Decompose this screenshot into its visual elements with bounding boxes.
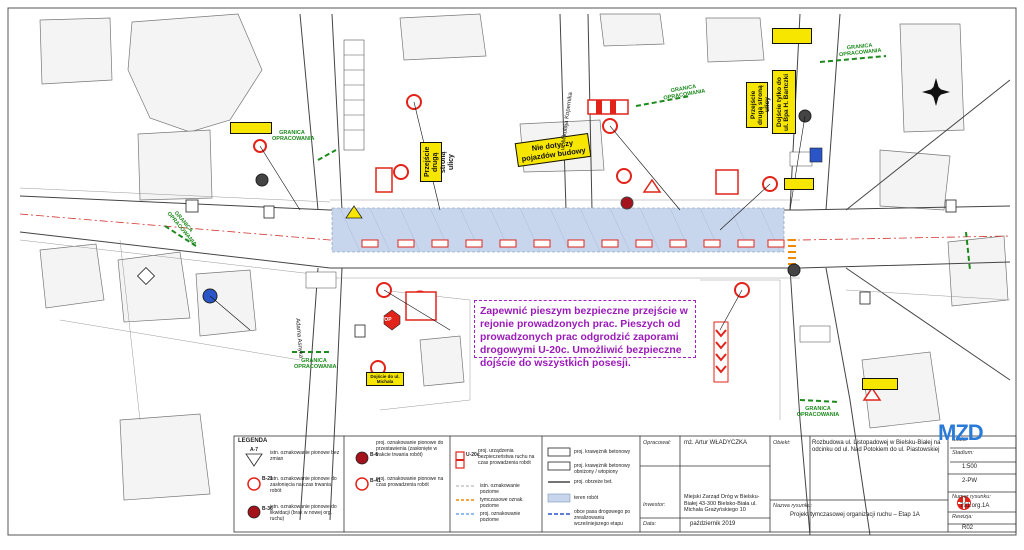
sign-dojscie-tylko: Dojście tylko do ul. Bpa H. Bartczki	[772, 70, 796, 134]
sign-yellow-small-right	[784, 178, 814, 190]
tb-skala-value: 1:500	[962, 464, 978, 470]
tb-opracowal-value: mż. Artur WŁADYCZKA	[684, 440, 748, 446]
tb-data-value: październik 2019	[690, 521, 736, 527]
legend-item: proj. obrzeże bet.	[574, 479, 613, 485]
tb-rewizja-value: R02	[962, 525, 974, 531]
boundary-label-3: GRANICA OPRACOWANIA	[294, 358, 337, 370]
tb-obiekt-label: Obiekt:	[773, 440, 791, 446]
legend-item: istn. oznakowanie pionowe do zasłonięcia…	[270, 476, 337, 494]
legend-item: proj. urządzenia bezpieczeństwa ruchu na…	[478, 448, 535, 466]
legend-code-u20c: U-20c	[466, 452, 480, 458]
legend-code-b36: B-36	[262, 506, 273, 512]
legend-item: istn. oznakowanie pionowe do likwidacji …	[270, 504, 337, 522]
tb-numer-value: 791.org.1A	[960, 503, 990, 509]
sign-przejscie-right: Przejście drugą stroną ulicy	[746, 82, 771, 128]
legend-item: proj. oznakowanie pionowe na czas prowad…	[376, 476, 444, 488]
tb-stadium-value: 2-PW	[962, 478, 977, 484]
mzd-logo: MZD	[938, 420, 984, 445]
legend-item: obce pasa drogowego po zrealizowaniu wcz…	[574, 509, 631, 527]
legend-title: LEGENDA	[238, 438, 268, 444]
boundary-lines	[164, 55, 971, 403]
legend-item: istn. oznakowanie pionowe bez zmian	[270, 450, 340, 462]
legend-item: proj. oznakowanie poziome	[480, 511, 521, 523]
tb-stadium-label: Stadium:	[952, 450, 974, 456]
sign-dojscie-left: Dojście do ul. Michała	[366, 372, 404, 386]
tb-nazwa-value: Projekt tymczasowej organizacji ruchu – …	[790, 512, 920, 518]
legend-code-b41: B-41	[370, 478, 381, 484]
legend-item: proj. oznakowanie pionowe do przestawien…	[376, 440, 444, 458]
tb-obiekt-value: Rozbudowa ul. Listopadowej w Bielsku-Bia…	[812, 440, 941, 453]
stop-sign-label: STOP	[378, 317, 392, 323]
tb-inwestor-label: Inwestor:	[643, 502, 666, 508]
legend-code-b21: B-21	[262, 476, 273, 482]
sign-yellow-small-left	[230, 122, 272, 134]
boundary-label-6: GRANICA OPRACOWANIA	[796, 406, 840, 418]
tb-numer-label: Numer rysunku:	[952, 494, 991, 500]
tb-skala-label: Skala:	[952, 437, 968, 443]
legend-code-b6: B-6	[370, 452, 379, 458]
tb-rewizja-label: Rewizja:	[952, 514, 973, 520]
legend-item: tymczasowe oznak. poziome	[480, 497, 524, 509]
sign-yellow-arrow	[772, 28, 812, 44]
compass-icon	[922, 78, 950, 106]
legend-item: istn. oznakowanie poziome	[480, 483, 520, 495]
sign-przejscie-left: Przejście drugą stroną ulicy	[420, 142, 455, 182]
legend-code-a7: A-7	[250, 447, 259, 453]
buildings	[39, 13, 1009, 501]
pedestrian-safety-note: Zapewnić pieszym bezpieczne przejście w …	[474, 300, 696, 369]
legend-item: proj. krawężnik betonowy	[574, 449, 631, 455]
tb-opracowal-label: Opracował:	[643, 440, 671, 446]
tb-inwestor-value: Miejski Zarząd Dróg w Bielsku-Białej 43-…	[684, 494, 760, 513]
legend-symbols	[245, 447, 571, 519]
u20c-barriers	[361, 239, 785, 248]
legend-item: teren robót	[574, 495, 599, 501]
sign-yellow-small-bottom	[862, 378, 898, 390]
legend-item: proj. krawężnik betonowy obniżony / wtop…	[574, 463, 631, 475]
tb-data-label: Data:	[643, 521, 657, 527]
tb-nazwa-label: Nazwa rysunku:	[773, 503, 813, 509]
boundary-label-1: GRANICA OPRACOWANIA	[272, 130, 315, 142]
title-block-grid	[233, 435, 1017, 533]
